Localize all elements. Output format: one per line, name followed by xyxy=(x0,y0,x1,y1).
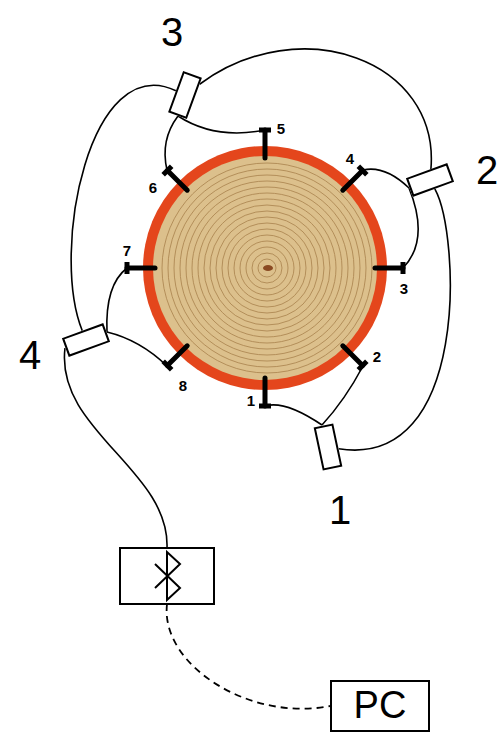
sensor-number: 2 xyxy=(373,349,381,364)
sensor-number: 6 xyxy=(149,180,157,195)
ring xyxy=(198,199,336,337)
nail xyxy=(343,346,363,366)
ring xyxy=(246,247,288,289)
nail xyxy=(167,346,187,366)
module-box: 2 xyxy=(408,170,452,190)
ring xyxy=(228,229,306,307)
nail xyxy=(167,170,187,190)
ring xyxy=(174,175,360,361)
sensor-number: 1 xyxy=(247,393,255,408)
module-box: 1 xyxy=(318,425,338,469)
sensor-number: 5 xyxy=(277,121,285,136)
module-rect xyxy=(168,71,202,119)
wire xyxy=(178,116,265,133)
nail xyxy=(127,266,155,271)
ring xyxy=(162,163,372,373)
module-number: 1 xyxy=(329,490,351,530)
nail xyxy=(375,266,403,271)
wire xyxy=(265,405,322,425)
wire xyxy=(322,366,363,425)
wire xyxy=(64,348,167,548)
wireless-link xyxy=(167,604,330,709)
module-rect xyxy=(406,163,454,197)
module-cable xyxy=(339,189,451,450)
ring xyxy=(240,241,294,295)
module-rect xyxy=(314,423,343,470)
ring xyxy=(186,187,348,349)
sensor-number: 4 xyxy=(346,151,354,166)
module-box: 3 xyxy=(175,73,195,117)
nail xyxy=(263,378,268,406)
module-number: 2 xyxy=(476,150,498,190)
sensor-nails xyxy=(127,130,403,406)
ring xyxy=(216,217,318,319)
sensor-number: 3 xyxy=(400,281,408,296)
ring xyxy=(204,205,330,331)
sensor-number: 8 xyxy=(179,378,187,393)
nail-head xyxy=(358,361,366,369)
wire xyxy=(107,268,127,332)
pc-label: PC xyxy=(344,685,416,727)
bark-ring xyxy=(143,146,387,390)
nail-head xyxy=(163,166,171,174)
ring xyxy=(168,169,366,367)
ring xyxy=(192,193,342,343)
module-number: 4 xyxy=(19,335,41,375)
ring xyxy=(222,223,312,313)
wire xyxy=(165,116,178,170)
pc-box: PC xyxy=(330,680,430,732)
bluetooth-box xyxy=(120,548,214,604)
wood-disc xyxy=(153,156,377,380)
nail-head xyxy=(358,166,366,174)
wire xyxy=(107,332,167,366)
module-cable xyxy=(200,49,432,169)
nail xyxy=(263,130,268,158)
module-number: 3 xyxy=(161,12,183,52)
wire xyxy=(363,169,409,188)
ring xyxy=(258,259,276,277)
ring xyxy=(234,235,300,301)
bluetooth-symbol xyxy=(155,552,180,600)
sensor-number: 7 xyxy=(123,243,131,258)
ring xyxy=(180,181,354,355)
module-cable xyxy=(71,85,176,330)
wire xyxy=(403,188,418,268)
module-box: 4 xyxy=(64,330,108,350)
nail xyxy=(343,170,363,190)
pith xyxy=(263,265,273,271)
ring xyxy=(252,253,282,283)
module-rect xyxy=(62,323,110,357)
growth-rings xyxy=(162,163,372,373)
ring xyxy=(210,211,324,325)
sensor-wires xyxy=(64,116,418,548)
